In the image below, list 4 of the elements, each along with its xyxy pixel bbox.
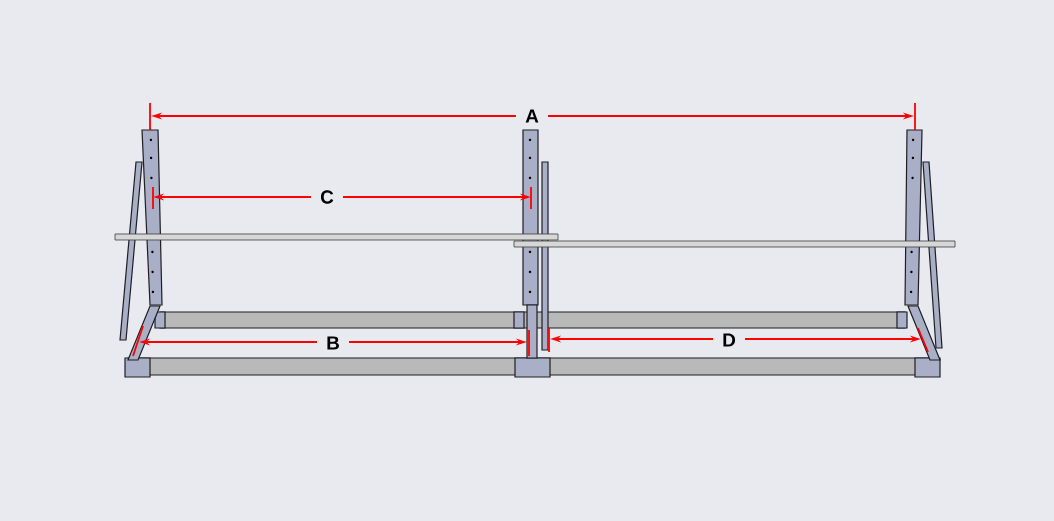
dimension-label: B — [327, 336, 339, 350]
dimension-label: A — [525, 109, 539, 123]
dimension-label: D — [723, 333, 736, 347]
dimension-label: C — [320, 190, 334, 204]
